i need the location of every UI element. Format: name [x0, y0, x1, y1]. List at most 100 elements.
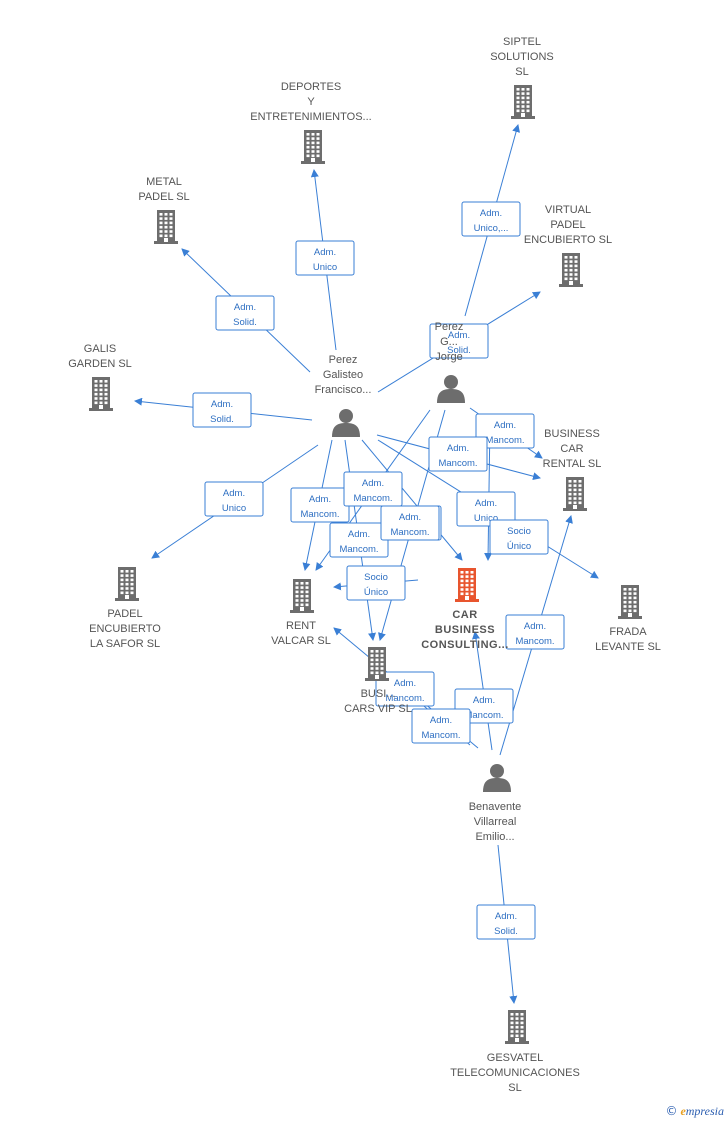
brand-watermark: ©empresia [665, 1104, 724, 1119]
role-label-text: Adm. [448, 330, 470, 341]
role-label-text: Adm. [524, 621, 546, 632]
role-label-box [343, 471, 403, 507]
role-label-text: Unico [222, 503, 246, 514]
role-label-box [295, 240, 355, 276]
node-label-line: SL [515, 66, 528, 78]
role-labels-layer: Adm.Unico,...Adm.UnicoAdm.Solid.Adm.Soli… [192, 201, 565, 940]
node-label-line: BUSINESS [435, 624, 495, 636]
role-label-text: Solid. [494, 926, 518, 937]
role-label[interactable]: Adm.Solid. [476, 904, 536, 940]
edges-layer [134, 124, 599, 1004]
node-label-line: SL [508, 1082, 521, 1094]
role-label[interactable]: Adm.Mancom. [329, 522, 389, 558]
role-label-text: Adm. [234, 302, 256, 313]
role-label-box [505, 614, 565, 650]
role-label-text: Mancom. [339, 544, 378, 555]
role-label-text: Mancom. [464, 710, 503, 721]
node-benavente[interactable]: BenaventeVillarrealEmilio... [469, 764, 522, 843]
role-label[interactable]: Adm. Unico [204, 481, 264, 517]
role-label-box [428, 436, 488, 472]
node-label-line: ENCUBIERTO [89, 623, 161, 635]
node-label-line: METAL [146, 176, 182, 188]
role-label-text: Mancom. [385, 693, 424, 704]
role-label-text: Unico,... [474, 223, 509, 234]
role-label[interactable]: Adm.Mancom. [380, 505, 440, 541]
role-label-box [215, 295, 275, 331]
building-icon [559, 253, 583, 287]
role-label-box [204, 481, 264, 517]
role-label-text: Mancom. [390, 527, 429, 538]
role-label-text: Adm. [447, 443, 469, 454]
node-label-line: Villarreal [474, 816, 517, 828]
node-label-line: FRADA [609, 626, 647, 638]
brand-name: mpresia [685, 1104, 724, 1118]
role-label-text: Adm. [223, 488, 245, 499]
role-label-text: Mancom. [438, 458, 477, 469]
role-label-box [192, 392, 252, 428]
role-label-text: Adm. [430, 715, 452, 726]
role-label[interactable]: Adm.Mancom. [411, 708, 471, 744]
building-icon [115, 567, 139, 601]
node-label-line: CAR [560, 443, 583, 455]
role-label[interactable]: Adm. Solid. [429, 323, 489, 359]
node-siptel[interactable]: SIPTEL SOLUTIONS SL [490, 36, 554, 119]
role-label-text: Unico [313, 262, 337, 273]
role-label-text: Unico [474, 513, 498, 524]
node-business-cars-vip[interactable]: BUSI...CARS VIP SL [344, 647, 412, 715]
role-label-text: Mancom. [515, 636, 554, 647]
role-label-text: Adm. [394, 678, 416, 689]
role-label-box [456, 491, 516, 527]
role-label-text: Mancom. [353, 493, 392, 504]
role-label[interactable]: Adm. Mancom. [428, 436, 488, 472]
role-label[interactable]: Adm.Unico,... [461, 201, 521, 237]
building-icon [365, 647, 389, 681]
role-label-box [411, 708, 471, 744]
role-label[interactable]: Adm. Unico [456, 491, 516, 527]
building-icon [154, 210, 178, 244]
role-label[interactable]: Adm.Mancom. [290, 487, 350, 523]
role-label[interactable]: Adm.Mancom. [475, 413, 535, 449]
role-label[interactable]: Adm. Solid. [192, 392, 252, 428]
node-label-line: ENCUBIERTO SL [524, 234, 612, 246]
edge-perez_francisco-to-car [361, 439, 463, 561]
node-perez-francisco[interactable]: PerezGalisteoFrancisco... [315, 354, 372, 437]
node-label-line: SOLUTIONS [490, 51, 554, 63]
node-label-line: CARS VIP SL [344, 703, 412, 715]
node-label-line: Jorge [435, 351, 463, 363]
role-label[interactable]: Adm.Unico [295, 240, 355, 276]
node-deportes[interactable]: DEPORTESYENTRETENIMIENTOS... [250, 81, 372, 164]
node-car[interactable]: CARBUSINESSCONSULTING... [421, 568, 509, 651]
role-label-text: Mancom. [300, 509, 339, 520]
node-label-line: Emilio... [475, 831, 514, 843]
node-label-line: TELECOMUNICACIONES [450, 1067, 580, 1079]
role-label[interactable]: Adm.Mancom. [343, 471, 403, 507]
role-label-text: Solid. [447, 345, 471, 356]
role-label-box [380, 505, 440, 541]
node-label-line: VIRTUAL [545, 204, 591, 216]
role-label[interactable]: Adm. Mancom. [375, 671, 435, 707]
role-label-box [461, 201, 521, 237]
node-label-line: ENTRETENIMIENTOS... [250, 111, 371, 123]
role-label[interactable]: Adm.Solid. [215, 295, 275, 331]
role-label[interactable]: Adm. Mancom. [505, 614, 565, 650]
role-label-box [489, 519, 549, 555]
node-label-line: SIPTEL [503, 36, 541, 48]
role-label-text: Único [507, 541, 531, 552]
node-label-line: Francisco... [315, 384, 372, 396]
role-label-text: Solid. [210, 414, 234, 425]
building-icon [455, 568, 479, 602]
role-label-text: Adm. [475, 498, 497, 509]
role-label-text: Adm. [211, 399, 233, 410]
